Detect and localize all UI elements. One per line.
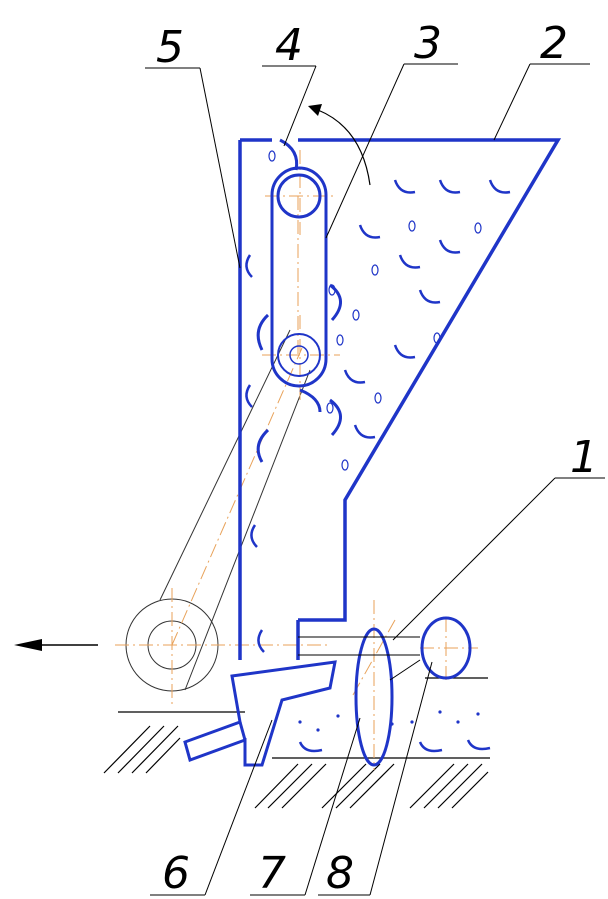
callout-6: 6 <box>162 848 190 899</box>
support-wheel <box>125 329 311 692</box>
seed-tubers <box>245 179 511 753</box>
leader-lines <box>145 63 605 896</box>
hopper-frame <box>238 138 562 660</box>
press-roller <box>420 616 472 680</box>
callout-8: 8 <box>326 848 354 899</box>
elevator-belt <box>256 138 342 463</box>
covering-disc <box>354 627 394 767</box>
callout-3: 3 <box>414 18 442 69</box>
direction-arrow <box>14 639 98 651</box>
callout-1: 1 <box>570 432 598 483</box>
callout-7: 7 <box>258 848 286 899</box>
furrow-opener <box>183 660 337 767</box>
callout-labels: 5 4 3 2 1 6 7 8 <box>156 18 598 899</box>
callout-4: 4 <box>275 20 303 71</box>
callout-2: 2 <box>540 18 568 69</box>
rotation-arrow <box>308 104 371 186</box>
drive-shaft <box>298 636 421 681</box>
callout-5: 5 <box>156 22 184 73</box>
ground <box>103 677 490 809</box>
seed-granules <box>268 150 482 471</box>
centerlines <box>115 150 478 770</box>
